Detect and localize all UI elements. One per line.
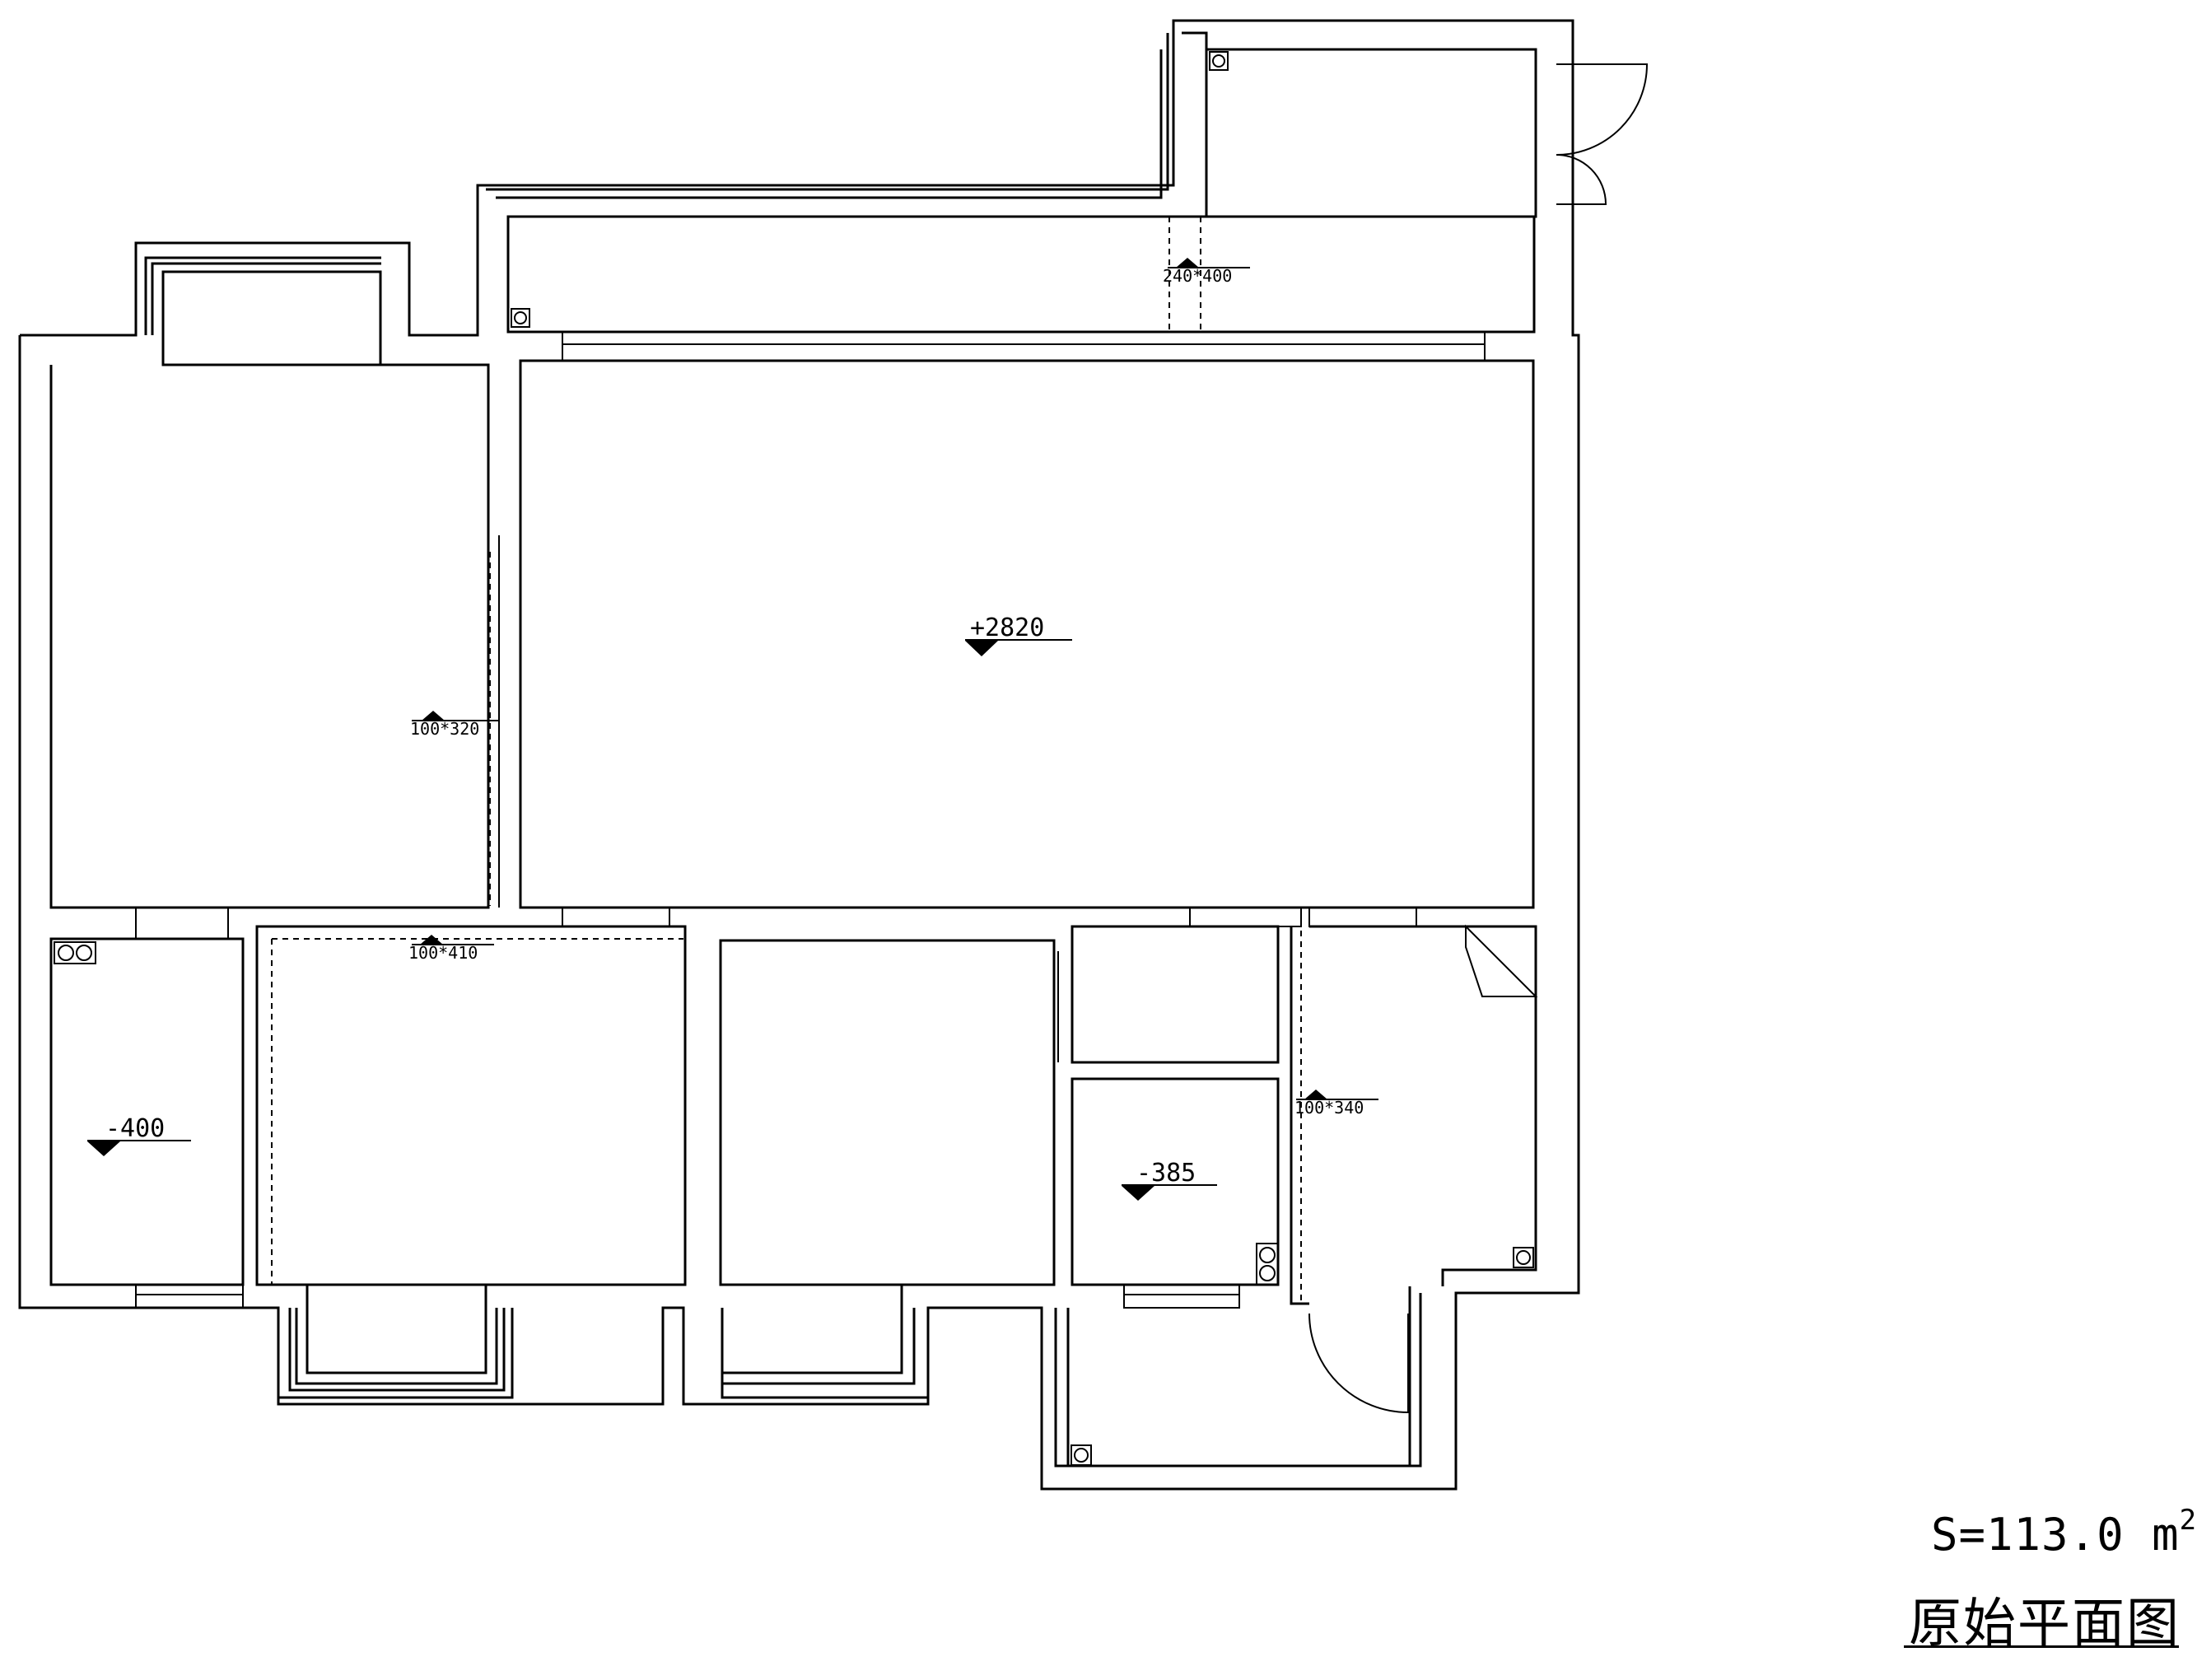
opening-size-marks: 240*400 100*320 100*410 100*340 — [408, 258, 1378, 1118]
level-label-left-room: -400 — [105, 1114, 165, 1143]
opening-size-corridor: 100*410 — [408, 943, 478, 963]
area-value: S=113.0 m — [1931, 1509, 2180, 1561]
drain-icon — [54, 941, 96, 964]
area-unit-exponent: 2 — [2179, 1504, 2198, 1537]
drawing-title: 原始平面图 — [1909, 1594, 2181, 1654]
level-triangle-icon — [87, 1141, 120, 1156]
exterior-walls — [18, 19, 1580, 1491]
level-marker-living: +2820 — [965, 614, 1072, 656]
opening-mark-corridor: 100*410 — [408, 935, 494, 963]
drain-icon — [511, 308, 530, 328]
opening-mark-wall: 100*320 — [410, 711, 498, 739]
drain-icon — [1256, 1243, 1279, 1286]
level-triangle-icon — [965, 641, 998, 656]
opening-size-wall: 100*320 — [410, 719, 479, 739]
opening-size-balcony: 240*400 — [1163, 266, 1232, 286]
size-triangle-icon — [1176, 258, 1199, 268]
title-underline — [1904, 1645, 2179, 1648]
drain-fixtures — [54, 51, 1534, 1466]
level-triangle-icon — [1122, 1186, 1154, 1201]
drain-icon — [1513, 1247, 1534, 1268]
level-label-living: +2820 — [970, 614, 1044, 642]
opening-mark-balcony: 240*400 — [1163, 258, 1250, 286]
doors — [1308, 63, 1649, 1414]
area-label: S=113.0 m2 — [1931, 1504, 2197, 1561]
size-triangle-icon — [422, 711, 445, 721]
size-triangle-icon — [1304, 1090, 1327, 1099]
level-label-bath: -385 — [1136, 1159, 1196, 1188]
dashed-openings — [136, 217, 1302, 1301]
drain-icon — [1209, 51, 1229, 71]
size-triangle-icon — [420, 935, 443, 945]
opening-size-entry: 100*340 — [1294, 1098, 1364, 1118]
windows — [135, 331, 1486, 1309]
opening-mark-entry: 100*340 — [1294, 1090, 1378, 1118]
level-marker-left-room: -400 — [87, 1114, 191, 1156]
drain-icon — [1071, 1444, 1092, 1466]
level-marker-bath: -385 — [1122, 1159, 1217, 1201]
